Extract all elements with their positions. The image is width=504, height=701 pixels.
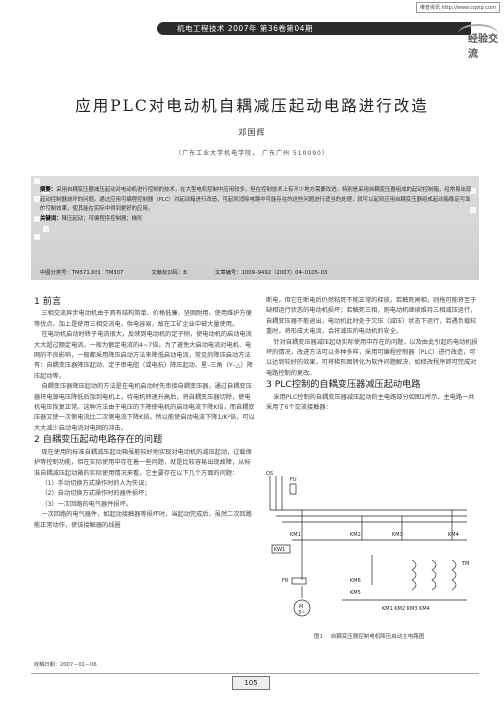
figure-caption: 图1 自耦变压器控制电机降压启动主电路图 <box>314 634 425 640</box>
paragraph: 三相交流异步电动机由于具有结构简单、价格低廉、坚固耐用、使用维护方便等优点，加上… <box>34 310 252 328</box>
autotransformer-coil <box>451 559 457 591</box>
label-bottom: KM1 KM2 KM3 KM4 <box>382 606 430 612</box>
deco-square <box>34 216 40 222</box>
paragraph: 自耦变压器降压起动的方法是在电机启动时先串接自耦变压器，通过自耦变压器将电源电压… <box>34 383 255 432</box>
author: 邓国辉 <box>238 128 266 137</box>
list-item: （3）一次回路的电气器件损坏。 <box>41 500 132 508</box>
deco-square <box>34 178 40 184</box>
paragraph: 一次回路的电气器件，如起动接触器等损坏时，当起动完成后，虽然二次回路能正常动作，… <box>34 511 252 529</box>
received-date: 收稿日期：2007－01－06 <box>34 662 97 668</box>
paragraph: 采用PLC控制的自耦变压器减压起动的主电路部分如图1所示。主电路一共采用了6个交… <box>266 393 475 412</box>
label-tm: TM <box>461 561 469 567</box>
list-item: （1）手动切换方式操作时的人为失误； <box>41 479 151 487</box>
doc-code: 文献标识码：B <box>151 270 187 276</box>
keywords: 降压起动；可编程序控制器；梯形 <box>61 216 143 223</box>
page-number: 105 <box>232 676 270 690</box>
journal-header: 机电工程技术 2007年 第36卷第04期 <box>157 22 471 35</box>
journal-header-text: 机电工程技术 2007年 第36卷第04期 <box>177 24 313 33</box>
section-3-title: 3 PLC控制的自耦变压器减压起动电路 <box>266 379 421 391</box>
autotransformer-coil <box>411 559 417 591</box>
abstract-box <box>31 176 479 280</box>
motor-symbol <box>293 599 311 617</box>
label-km1: KM1 <box>290 532 301 538</box>
section-1-title: 1 前言 <box>34 296 62 307</box>
classification-line: 中图分类号：TM571.6†1 TM307 文献标识码：B 文章编号：1009–… <box>40 268 327 276</box>
divider <box>31 673 479 674</box>
watermark: 维普资讯 http://www.cqvip.com <box>415 2 500 13</box>
deco-square <box>470 207 476 213</box>
label-km5: KM5 <box>350 590 361 596</box>
article-number: 文章编号：1009–9492（2007）04–0105–03 <box>215 270 328 276</box>
label-km2: KM2 <box>350 532 361 538</box>
kw1-box <box>271 544 291 554</box>
autotransformer-coil <box>431 559 437 591</box>
abstract-label: 摘要： <box>40 187 57 193</box>
label-fu: FU <box>290 477 297 483</box>
page-title: 应用PLC对电动机自耦减压起动电路进行改造 <box>75 97 429 115</box>
fr-box <box>291 577 307 585</box>
abstract: 摘要：采用自耦变压器减压起动对电动机进行控制的技术，在大型电机控制中应用较多，但… <box>40 186 472 225</box>
paragraph: 现在使用的标准自耦减压起动箱虽能较好地实现对电动机的减压起动，过载保护等控制功能… <box>34 448 252 477</box>
label-km4: KM4 <box>448 532 459 538</box>
label-km3: KM3 <box>392 532 403 538</box>
left-column: 1 前言 三相交流异步电动机由于具有结构简单、价格低廉、坚固耐用、使用维护方便等… <box>34 296 256 531</box>
paragraph: 在电动机启动时转子电流很大，反映到电动机的定子侧，使电动机的启动电流大大超过额定… <box>34 331 253 380</box>
label-fr: FR <box>282 578 289 584</box>
clc-number: 中图分类号：TM571.6†1 TM307 <box>40 270 124 276</box>
section-2-title: 2 自耦变压起动电路存在的问题 <box>34 434 163 446</box>
abstract-text: 采用自耦变压器减压起动对电动机进行控制的技术，在大型电机控制中应用较多，但在控制… <box>40 187 472 213</box>
list-item: （2）自动切换方式操作时的器件损坏； <box>41 490 151 498</box>
column-badge: 经验交流 <box>468 34 498 60</box>
affiliation: （广东工业大学机电学院， 广东广州 510090） <box>175 150 329 157</box>
deco-square <box>470 188 476 194</box>
keywords-label: 关键词： <box>40 216 62 223</box>
badge-arc <box>458 24 498 44</box>
label-km6: KM6 <box>350 578 361 584</box>
deco-square <box>43 226 49 232</box>
deco-square <box>43 207 49 213</box>
label-motor-sub: 3~ <box>298 610 305 616</box>
deco-square <box>43 188 49 194</box>
label-motor: M <box>299 604 303 610</box>
label-qs: QS <box>266 471 273 477</box>
paragraph: 断电，但它在断电后仍然粘死不能正常的释放，若触死闸相，则拖可能将至于缺相运行状态… <box>266 297 477 336</box>
header-dot <box>157 22 170 35</box>
paragraph: 针对自耦变压器减压起动实际使用中存在的问题，以及由此引起的电动机损坏的情况，改进… <box>266 338 478 377</box>
label-kw1: KW1 <box>274 547 285 553</box>
deco-square <box>34 196 40 202</box>
circuit-diagram: QS FU KM1 KM2 KM3 KM4 KW1 FR KM6 KM5 TM … <box>266 471 469 617</box>
deco-square <box>34 234 40 240</box>
fuse-symbol <box>289 483 297 495</box>
right-column: 断电，但它在断电后仍然粘死不能正常的释放，若触死闸相，则拖可能将至于缺相运行状态… <box>266 296 480 413</box>
